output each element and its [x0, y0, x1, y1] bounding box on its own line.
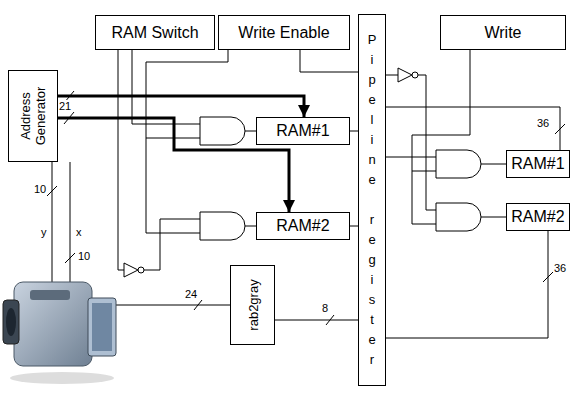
letter: t [370, 310, 374, 330]
and-gate [200, 117, 245, 145]
node-label: rab2gray [245, 269, 260, 341]
wire [70, 162, 71, 282]
bus-width-label: 10 [77, 250, 91, 262]
bus-slash [194, 300, 202, 310]
bus-slash [65, 253, 75, 263]
wire [481, 217, 506, 218]
letter: r [370, 210, 374, 230]
letter: e [368, 170, 375, 190]
pipeline-register: Pipeline register [358, 14, 386, 386]
and-gate [436, 203, 481, 231]
camera-lens [3, 300, 19, 344]
and-gate [200, 212, 245, 240]
letter: i [371, 50, 374, 70]
letter: r [370, 350, 374, 370]
node-label: Write [484, 24, 521, 42]
address-bus [58, 96, 304, 117]
node-label: Pipeline register [368, 30, 377, 370]
letter: p [368, 70, 375, 90]
bus-width-label: 36 [553, 262, 567, 274]
node-label: RAM#2 [511, 208, 564, 226]
wire [116, 305, 230, 306]
letter: i [371, 270, 374, 290]
control-box: Write [440, 15, 566, 50]
camera-screen-glass [92, 303, 112, 351]
ram-block: RAM#2 [256, 212, 350, 240]
node-label: Address Generator [18, 74, 48, 158]
letter: l [371, 110, 374, 130]
data-line [350, 226, 358, 227]
letter [370, 190, 374, 210]
letter: i [371, 130, 374, 150]
bus-width-label: 36 [536, 117, 550, 129]
bus-width-label: 8 [321, 302, 329, 314]
letter: g [368, 250, 375, 270]
wire [132, 50, 200, 124]
inverter-symbol [124, 263, 138, 277]
camera-shadow [10, 372, 114, 384]
address-generator: Address Generator [8, 70, 58, 162]
bus-width-label: x [75, 226, 83, 238]
node-label: RAM#1 [511, 155, 564, 173]
letter: e [368, 330, 375, 350]
wire [52, 162, 53, 282]
bus-width-label: 21 [58, 100, 72, 112]
camera-lens-glass [6, 308, 16, 336]
wire [144, 219, 200, 270]
bus-slash [47, 186, 57, 196]
bus-width-label: 24 [184, 288, 198, 300]
ram-block: RAM#2 [506, 203, 570, 231]
inverter-symbol [398, 68, 412, 82]
inverter-bubble [138, 267, 144, 273]
data-line [300, 50, 358, 72]
wire [146, 50, 228, 233]
letter: n [368, 150, 375, 170]
bus-width-label: y [40, 226, 48, 238]
wire [481, 164, 506, 165]
control-box: Write Enable [218, 15, 350, 50]
camera-body [14, 282, 92, 366]
wire [412, 171, 436, 172]
inverter-bubble [412, 72, 418, 78]
node-label: RAM#1 [276, 122, 329, 140]
letter: e [368, 90, 375, 110]
ram-block: RAM#1 [506, 150, 570, 178]
wire [118, 50, 124, 270]
node-label: RAM#2 [276, 217, 329, 235]
camera-screen [88, 298, 116, 356]
wire [386, 75, 398, 76]
data-line [350, 131, 358, 132]
wire [386, 157, 436, 158]
data-line [386, 107, 560, 150]
data-line [275, 320, 358, 321]
data-line [386, 231, 548, 338]
node-label: Write Enable [238, 24, 329, 42]
converter-block: rab2gray [230, 265, 275, 345]
camera-illustration [3, 282, 116, 384]
letter: s [369, 290, 376, 310]
wire [418, 75, 436, 210]
wire [245, 226, 256, 227]
letter: P [368, 30, 377, 50]
control-box: RAM Switch [95, 15, 215, 50]
arrowhead [283, 200, 295, 212]
bus-width-label: 10 [33, 183, 47, 195]
and-gate [436, 150, 481, 178]
letter: e [368, 230, 375, 250]
camera-grip [30, 290, 70, 300]
address-bus [58, 118, 289, 212]
wire [245, 131, 256, 132]
arrowhead [298, 105, 310, 117]
node-label: RAM Switch [111, 24, 198, 42]
ram-block: RAM#1 [256, 117, 350, 145]
wire [412, 50, 470, 224]
